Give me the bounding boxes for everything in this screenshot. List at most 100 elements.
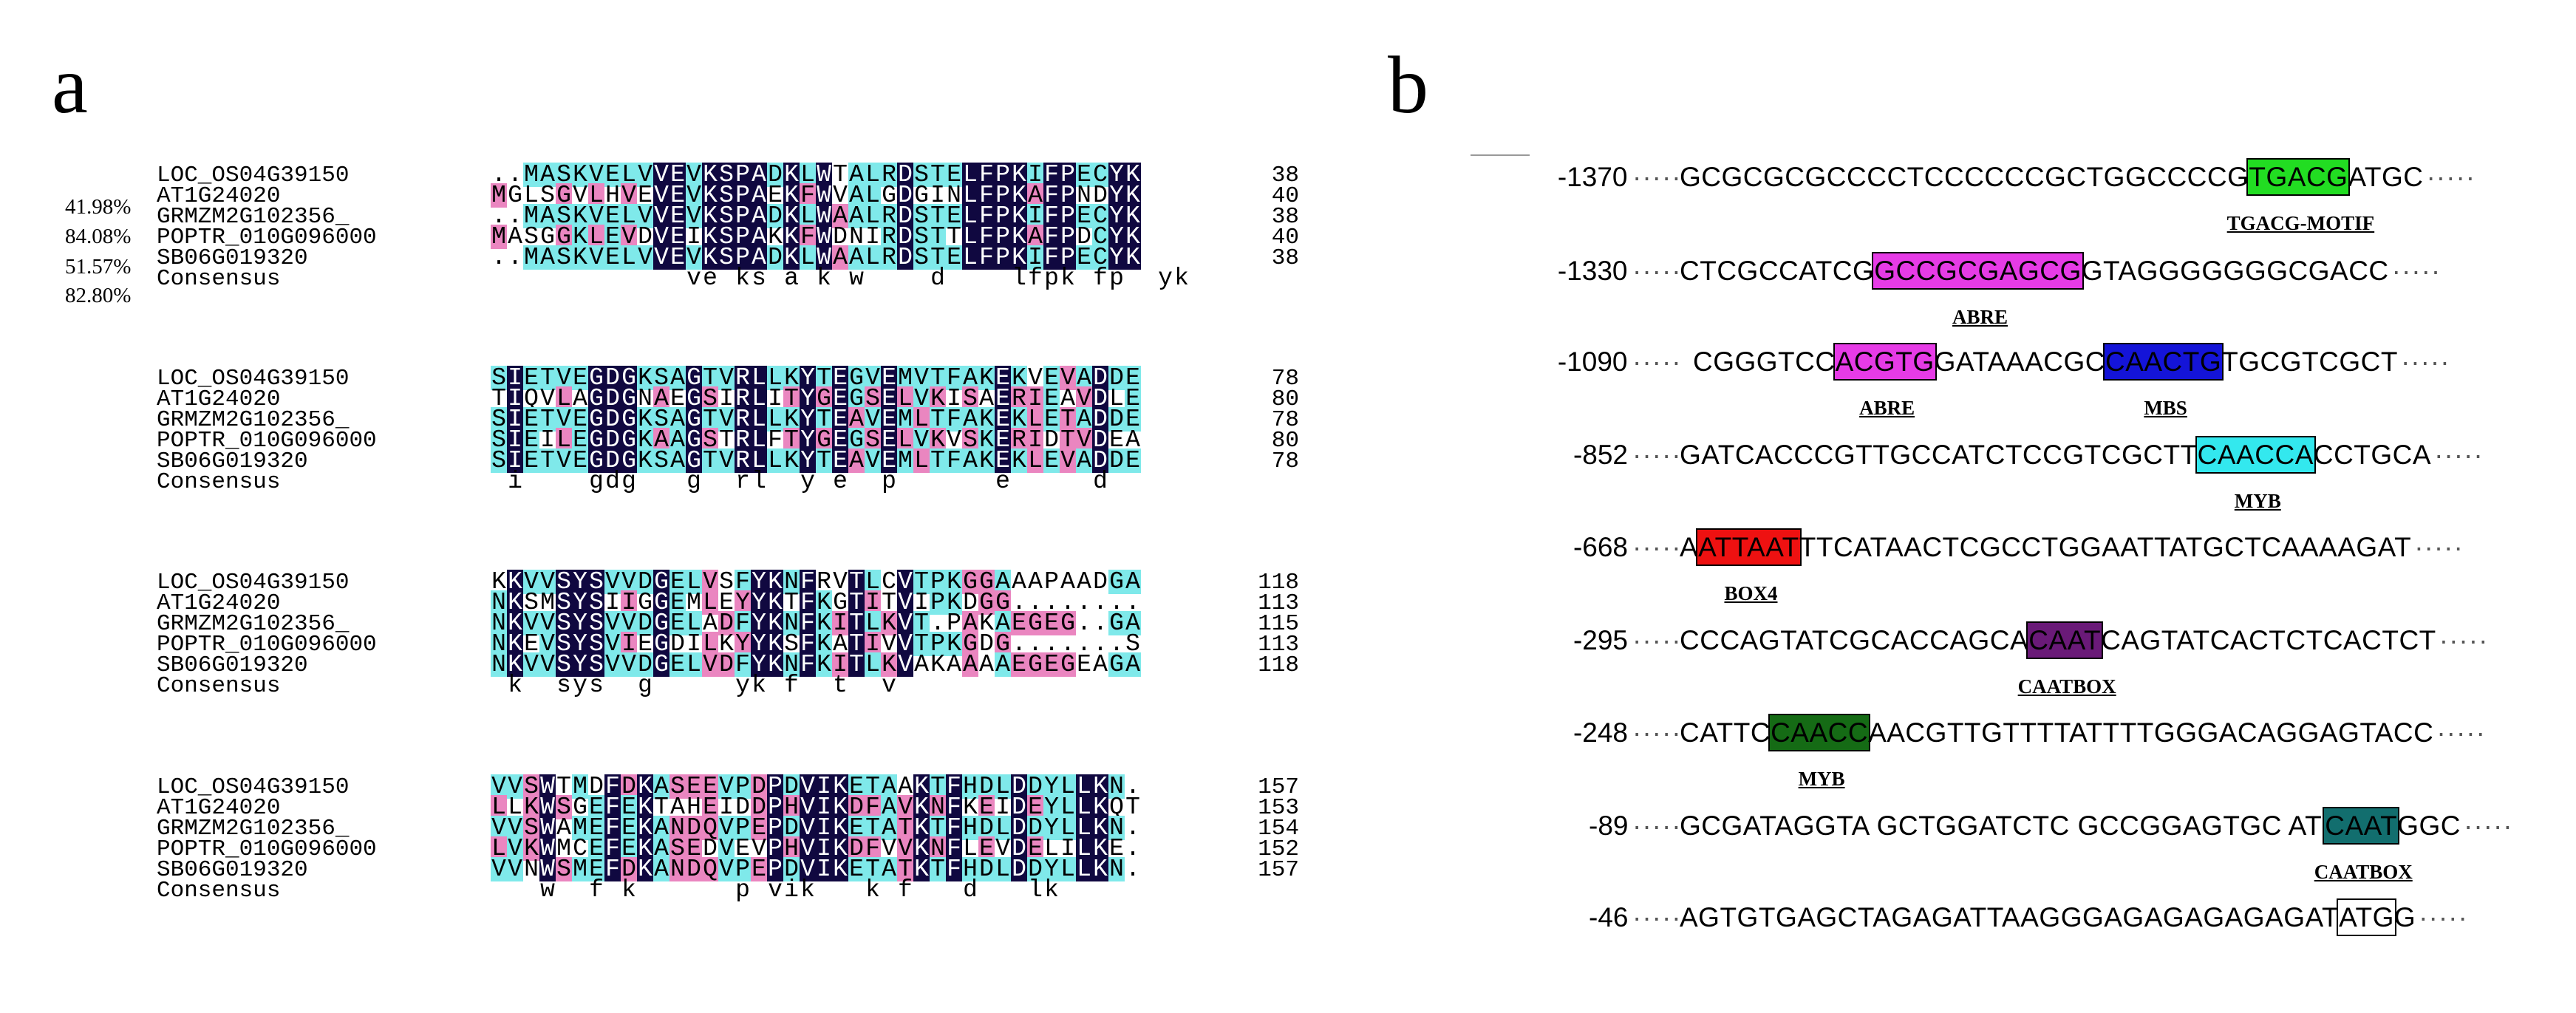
residue: V (507, 773, 523, 800)
residue: . (1093, 630, 1108, 658)
residue: . (1125, 856, 1140, 883)
identity-percent-label: 82.80% (65, 284, 132, 307)
residue: E (995, 447, 1011, 474)
residue: T (539, 406, 556, 433)
residue: F (946, 364, 962, 392)
residue (978, 878, 995, 902)
residue: D (848, 835, 865, 862)
residue-count: 78 (1271, 407, 1299, 433)
residue: . (1077, 630, 1091, 658)
residue: e (703, 265, 718, 292)
residue: L (1027, 447, 1043, 474)
residue: K (637, 364, 653, 392)
residue: F (735, 651, 751, 678)
residue: N (491, 610, 507, 637)
position-number: -852 (1572, 440, 1628, 470)
motif-label: TGACG-MOTIF (2226, 212, 2375, 234)
residue: L (751, 426, 767, 454)
residue: D (1011, 835, 1027, 862)
residue: N (669, 814, 686, 842)
residue: K (1125, 223, 1141, 250)
residue: S (702, 426, 718, 454)
position-number: -668 (1572, 532, 1628, 562)
position-number: -1330 (1557, 256, 1628, 286)
residue (604, 878, 621, 902)
residue: W (816, 223, 832, 250)
residue: . (1044, 630, 1059, 658)
residue: Y (572, 651, 588, 678)
residue: S (491, 447, 507, 474)
residue: V (653, 202, 669, 230)
residue: I (816, 773, 832, 800)
position-number: -46 (1589, 902, 1629, 932)
residue: E (1076, 244, 1092, 271)
residue: K (832, 794, 848, 821)
residue: S (718, 223, 735, 250)
residue: D (751, 773, 767, 800)
residue: K (783, 223, 800, 250)
residue: L (865, 568, 881, 596)
residue: g (589, 468, 604, 495)
residue: P (995, 244, 1011, 271)
residue: S (524, 589, 539, 616)
residue: I (507, 426, 523, 454)
residue: L (1060, 773, 1076, 800)
residue: A (653, 856, 669, 883)
residue: A (898, 773, 913, 800)
residue: Y (800, 406, 816, 433)
residue: A (751, 223, 767, 250)
residue: E (572, 364, 588, 392)
residue: K (767, 651, 783, 678)
residue: s (752, 265, 766, 292)
residue: I (816, 794, 832, 821)
residue: D (1011, 794, 1027, 821)
residue: E (604, 223, 621, 250)
residue: M (897, 406, 913, 433)
residue: A (881, 773, 897, 800)
residue (491, 266, 507, 290)
residue (1043, 469, 1060, 494)
residue: A (653, 835, 669, 862)
residue: I (930, 182, 945, 209)
residue (702, 878, 718, 902)
residue: D (670, 630, 685, 658)
residue: K (1092, 835, 1108, 862)
residue: G (1108, 651, 1125, 678)
residue: A (653, 385, 669, 412)
motif-sequence: TGACG (2249, 162, 2348, 192)
motif-sequence: CAACTG (2105, 347, 2222, 377)
residue: F (865, 794, 881, 821)
residue: K (946, 589, 962, 616)
residue (1076, 266, 1092, 290)
residue: A (962, 651, 978, 678)
residue: V (588, 202, 604, 230)
residue (816, 878, 832, 902)
residue: K (913, 856, 930, 883)
residue: E (523, 447, 539, 474)
residue: F (735, 610, 751, 637)
dotted-leader: ····· (1632, 625, 1682, 655)
residue: E (572, 406, 588, 433)
residue: D (767, 161, 783, 188)
residue-count: 118 (1258, 652, 1299, 678)
residue: F (946, 406, 962, 433)
residue: I (832, 610, 848, 637)
residue: K (637, 426, 653, 454)
residue: S (784, 630, 799, 658)
residue: Y (1108, 161, 1125, 188)
residue: D (686, 814, 702, 842)
residue (523, 878, 539, 902)
residue: Q (524, 385, 539, 412)
dna-sequence: AACGTTGTTTTATTTTGGGACAGGAGTACC (1868, 717, 2434, 748)
residue: k (1174, 265, 1189, 292)
residue: A (669, 406, 686, 433)
residue: G (540, 223, 555, 250)
residue: S (556, 794, 572, 821)
residue: F (946, 447, 962, 474)
residue: R (735, 406, 751, 433)
residue: E (686, 835, 702, 862)
residue: D (783, 814, 800, 842)
residue: Y (572, 630, 588, 658)
residue: V (604, 651, 621, 678)
residue: L (588, 182, 604, 209)
